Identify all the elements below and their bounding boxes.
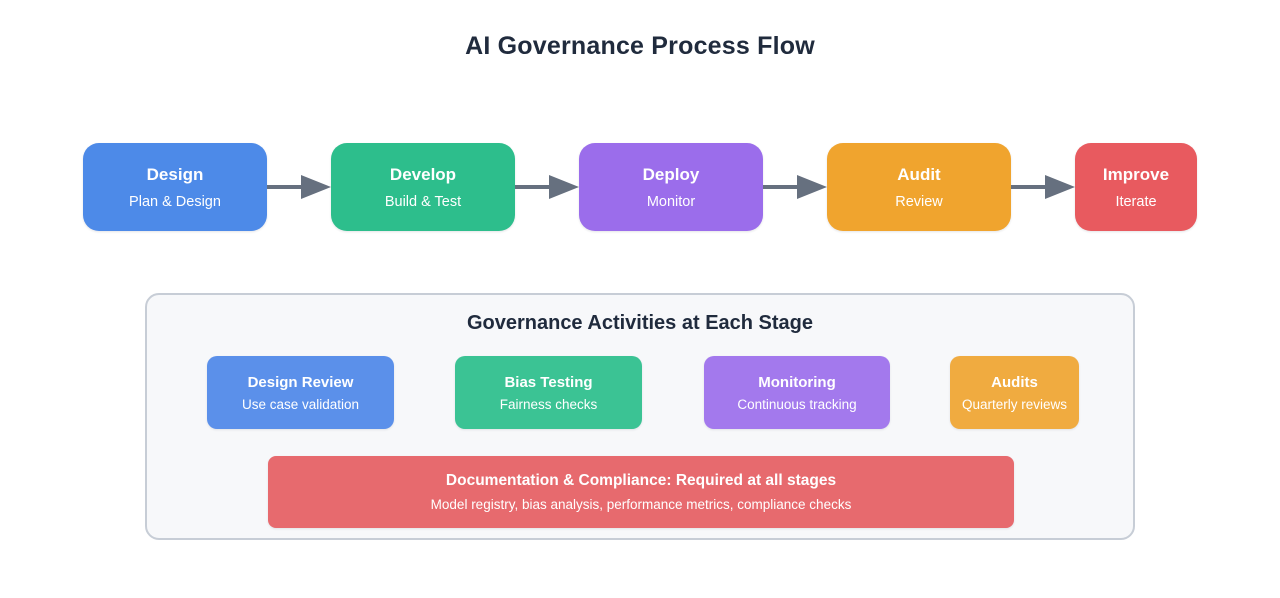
stage-title: Improve bbox=[1102, 164, 1170, 184]
arrow-line bbox=[1011, 185, 1045, 189]
activity-design-review: Design Review Use case validation bbox=[207, 356, 394, 429]
activity-monitoring: Monitoring Continuous tracking bbox=[704, 356, 890, 429]
stage-title: Audit bbox=[897, 164, 941, 184]
arrow-line bbox=[267, 185, 301, 189]
stage-audit: Audit Review bbox=[827, 143, 1011, 231]
activity-subtitle: Quarterly reviews bbox=[961, 396, 1068, 412]
stage-title: Design bbox=[146, 164, 204, 184]
flow-arrow-icon bbox=[763, 143, 827, 231]
stage-subtitle: Monitor bbox=[646, 193, 696, 210]
stage-develop: Develop Build & Test bbox=[331, 143, 515, 231]
flow-arrow-icon bbox=[1011, 143, 1075, 231]
governance-activities-panel: Governance Activities at Each Stage Desi… bbox=[145, 293, 1135, 540]
flow-arrow-icon bbox=[267, 143, 331, 231]
stage-deploy: Deploy Monitor bbox=[579, 143, 763, 231]
stage-title: Deploy bbox=[642, 164, 700, 184]
arrow-head bbox=[301, 175, 331, 199]
banner-title: Documentation & Compliance: Required at … bbox=[445, 472, 837, 489]
activity-subtitle: Continuous tracking bbox=[737, 396, 857, 412]
documentation-compliance-banner: Documentation & Compliance: Required at … bbox=[268, 456, 1014, 528]
stage-subtitle: Iterate bbox=[1115, 193, 1157, 210]
activity-subtitle: Fairness checks bbox=[499, 396, 598, 412]
arrow-head bbox=[1045, 175, 1075, 199]
arrow-line bbox=[515, 185, 549, 189]
activity-subtitle: Use case validation bbox=[241, 396, 360, 412]
activity-title: Bias Testing bbox=[504, 373, 593, 391]
page-title: AI Governance Process Flow bbox=[465, 32, 815, 60]
stage-design: Design Plan & Design bbox=[83, 143, 267, 231]
activity-title: Monitoring bbox=[758, 373, 836, 391]
activity-title: Design Review bbox=[247, 373, 354, 391]
panel-heading: Governance Activities at Each Stage bbox=[466, 312, 814, 334]
arrow-head bbox=[549, 175, 579, 199]
activity-audits: Audits Quarterly reviews bbox=[950, 356, 1079, 429]
activity-title: Audits bbox=[991, 373, 1038, 391]
activity-bias-testing: Bias Testing Fairness checks bbox=[455, 356, 642, 429]
stage-subtitle: Review bbox=[895, 193, 943, 210]
banner-subtitle: Model registry, bias analysis, performan… bbox=[430, 497, 852, 512]
stage-subtitle: Build & Test bbox=[384, 193, 462, 210]
process-flow: Design Plan & Design Develop Build & Tes… bbox=[0, 143, 1280, 231]
stage-subtitle: Plan & Design bbox=[129, 193, 221, 210]
arrow-head bbox=[797, 175, 827, 199]
stage-improve: Improve Iterate bbox=[1075, 143, 1197, 231]
stage-title: Develop bbox=[389, 164, 457, 184]
arrow-line bbox=[763, 185, 797, 189]
flow-arrow-icon bbox=[515, 143, 579, 231]
